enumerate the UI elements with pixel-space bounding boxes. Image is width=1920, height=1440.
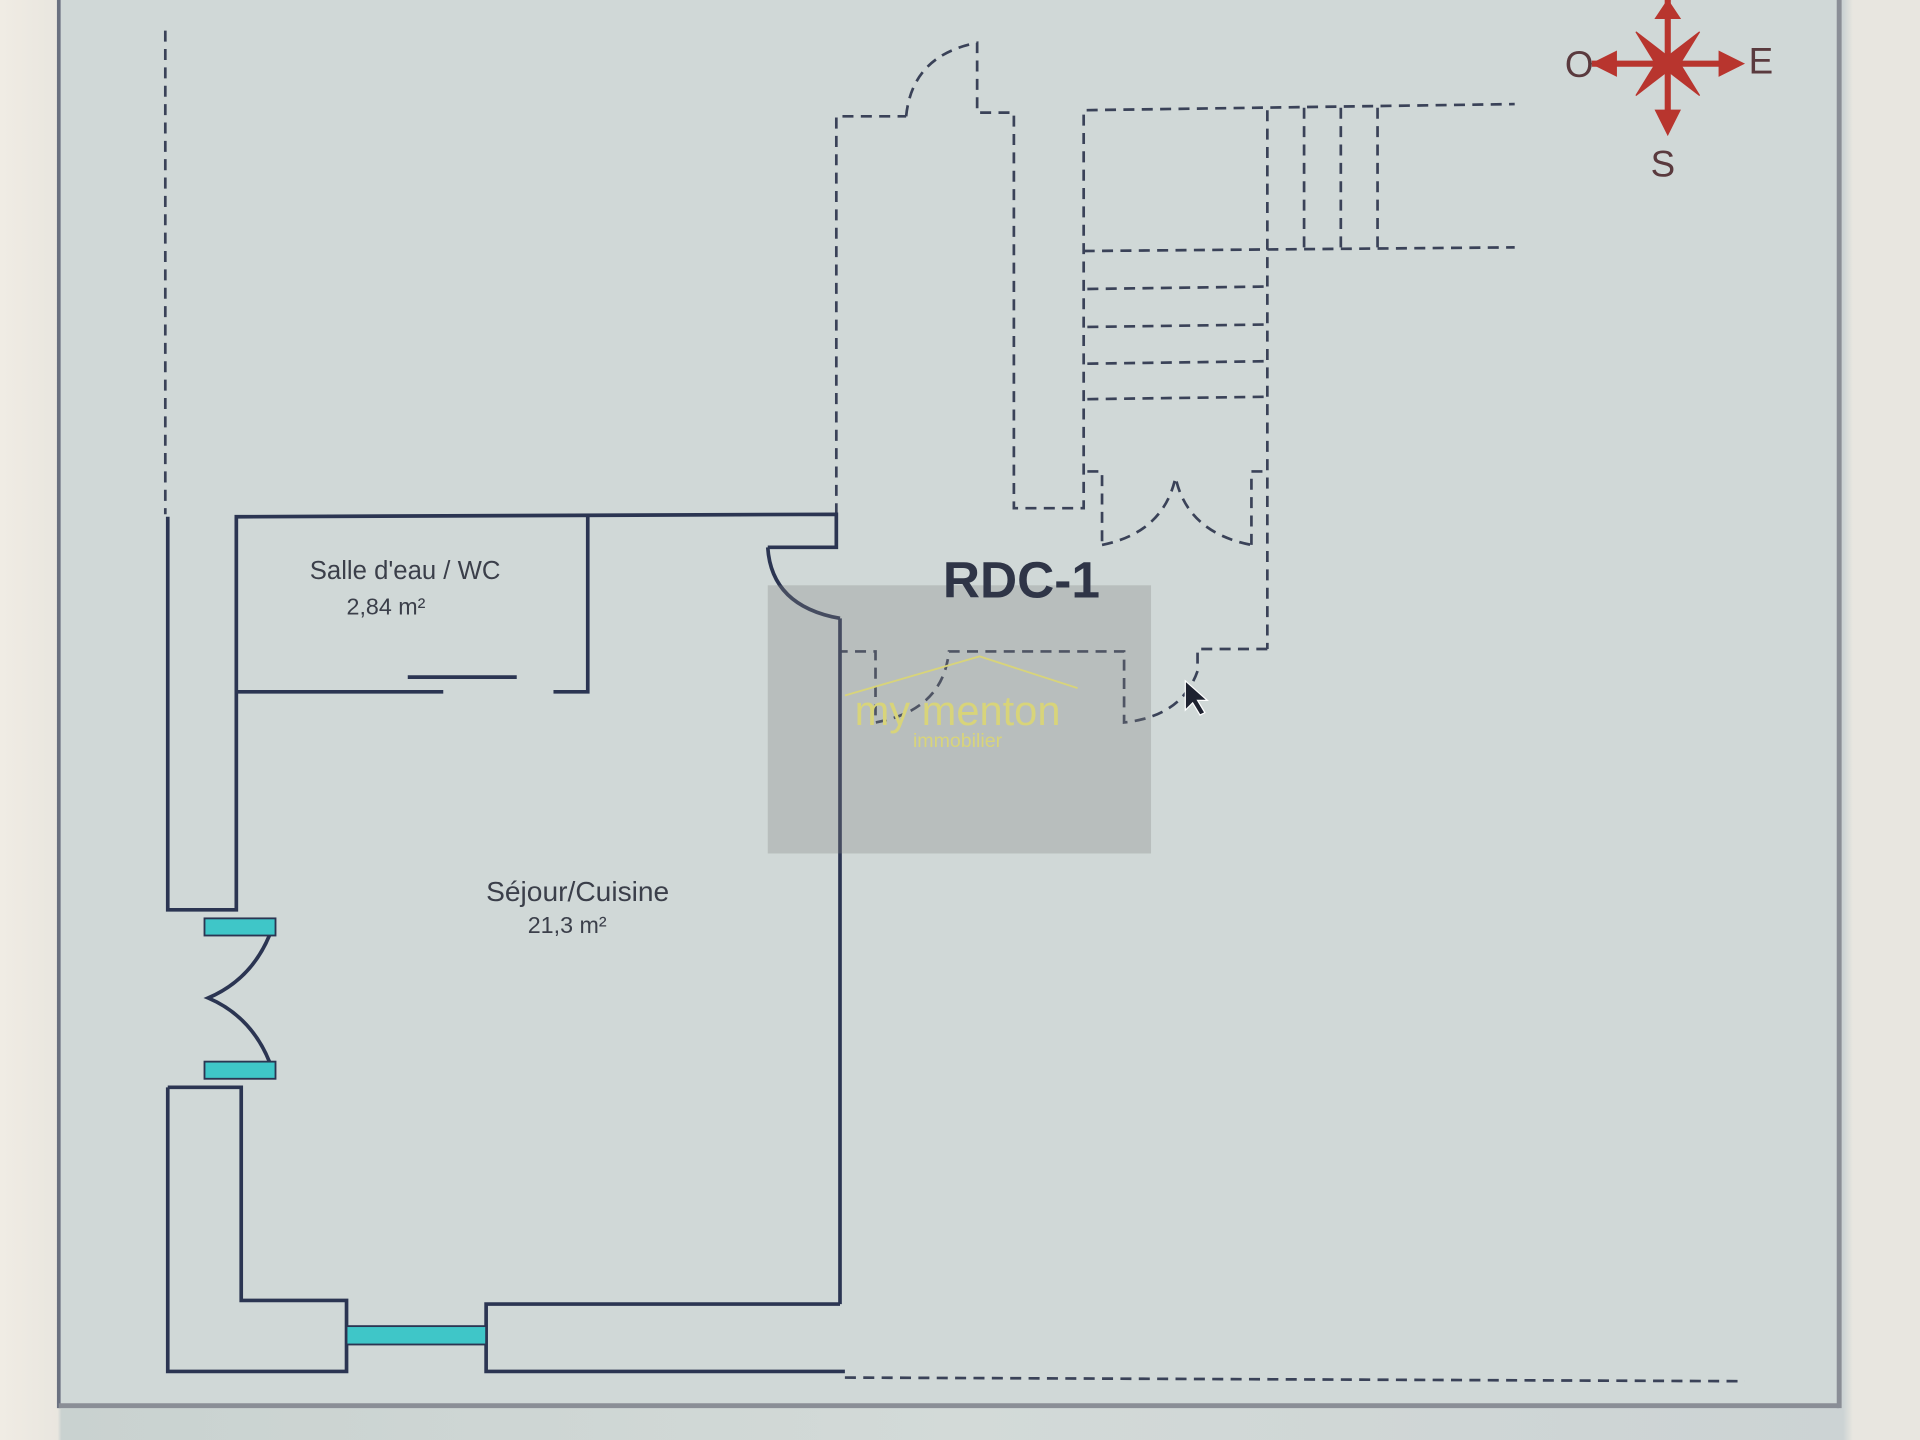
watermark-brand: my menton — [855, 687, 1061, 734]
window — [203, 917, 277, 937]
watermark: my menton immobilier — [767, 585, 1152, 854]
window — [345, 1325, 488, 1346]
dashed-outlines — [163, 30, 1745, 1383]
room-name: Séjour/Cuisine — [486, 876, 669, 907]
compass-east: E — [1749, 40, 1774, 81]
room-area: 2,84 m² — [347, 594, 426, 620]
mouse-cursor-icon — [1184, 679, 1209, 716]
compass-south: S — [1651, 143, 1675, 184]
compass-west: O — [1565, 44, 1594, 85]
screen-area — [58, 0, 1837, 1409]
room-area: 21,3 m² — [528, 912, 607, 938]
watermark-sub: immobilier — [913, 730, 1003, 752]
walls — [165, 512, 845, 1374]
windows — [203, 917, 488, 1346]
room-name: Salle d'eau / WC — [310, 557, 501, 585]
plan-title: RDC-1 — [943, 551, 1100, 609]
compass-icon: O E S — [1565, 0, 1773, 184]
window — [203, 1060, 277, 1080]
